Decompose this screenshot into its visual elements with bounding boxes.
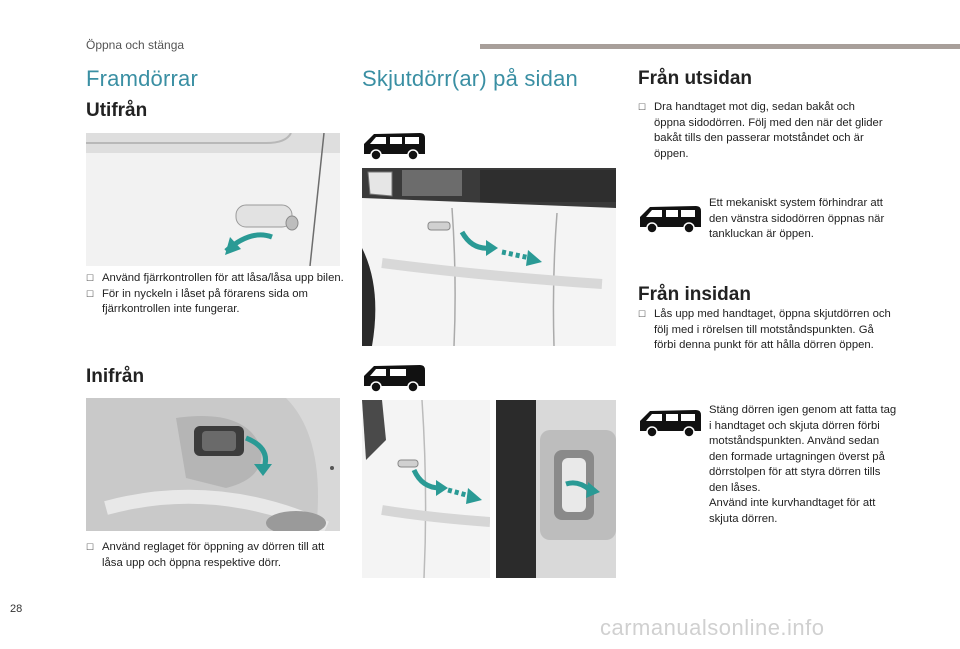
list-item: ☐ Dra handtaget mot dig, sedan bakåt och… [638, 100, 888, 162]
section-title-front-doors: Framdörrar [86, 66, 199, 91]
note-closing-door: Stäng dörren igen genom att fatta tag i … [709, 404, 897, 525]
photo-sliding-door-exterior [362, 168, 616, 346]
watermark: carmanualsonline.info [600, 615, 825, 640]
photo-front-door-handle [86, 133, 340, 266]
bullets-from-inside: ☐ Lås upp med handtaget, öppna skjutdörr… [638, 307, 894, 354]
photo-sliding-door-handle-interior [496, 400, 616, 578]
van-long-icon [638, 203, 704, 235]
list-item: ☐ Lås upp med handtaget, öppna skjutdörr… [638, 307, 894, 354]
heading-outside: Utifrån [86, 100, 148, 121]
checkbox-bullet-icon: ☐ [638, 102, 647, 112]
note-fuel-flap: Ett mekaniskt system förhindrar att den … [709, 197, 885, 240]
bullets-outside: ☐ Använd fjärrkontrollen för att låsa/lå… [86, 271, 344, 318]
checkbox-bullet-icon: ☐ [86, 288, 95, 299]
checkbox-bullet-icon: ☐ [638, 309, 647, 319]
checkbox-bullet-icon: ☐ [86, 273, 95, 283]
checkbox-bullet-icon: ☐ [86, 542, 95, 552]
heading-from-inside: Från insidan [638, 284, 751, 305]
photo-interior-door-lever [86, 398, 340, 531]
van-long-icon [362, 130, 428, 162]
photo-sliding-door-handle-exterior [362, 400, 490, 578]
bullets-from-outside: ☐ Dra handtaget mot dig, sedan bakåt och… [638, 100, 888, 162]
list-item: ☐ Använd reglaget för öppning av dörren … [86, 540, 344, 571]
header-bar [480, 44, 960, 49]
list-item: ☐ För in nyckeln i låset på förarens sid… [86, 287, 344, 318]
van-short-icon [362, 362, 428, 394]
list-item: ☐ Använd fjärrkontrollen för att låsa/lå… [86, 271, 344, 287]
heading-from-outside: Från utsidan [638, 68, 753, 89]
van-long-icon [638, 407, 704, 439]
page-number: 28 [10, 603, 23, 615]
section-title-sliding-doors: Skjutdörr(ar) på sidan [362, 66, 578, 91]
heading-inside: Inifrån [86, 366, 145, 387]
bullets-inside: ☐ Använd reglaget för öppning av dörren … [86, 540, 344, 571]
running-header: Öppna och stänga [86, 38, 185, 52]
